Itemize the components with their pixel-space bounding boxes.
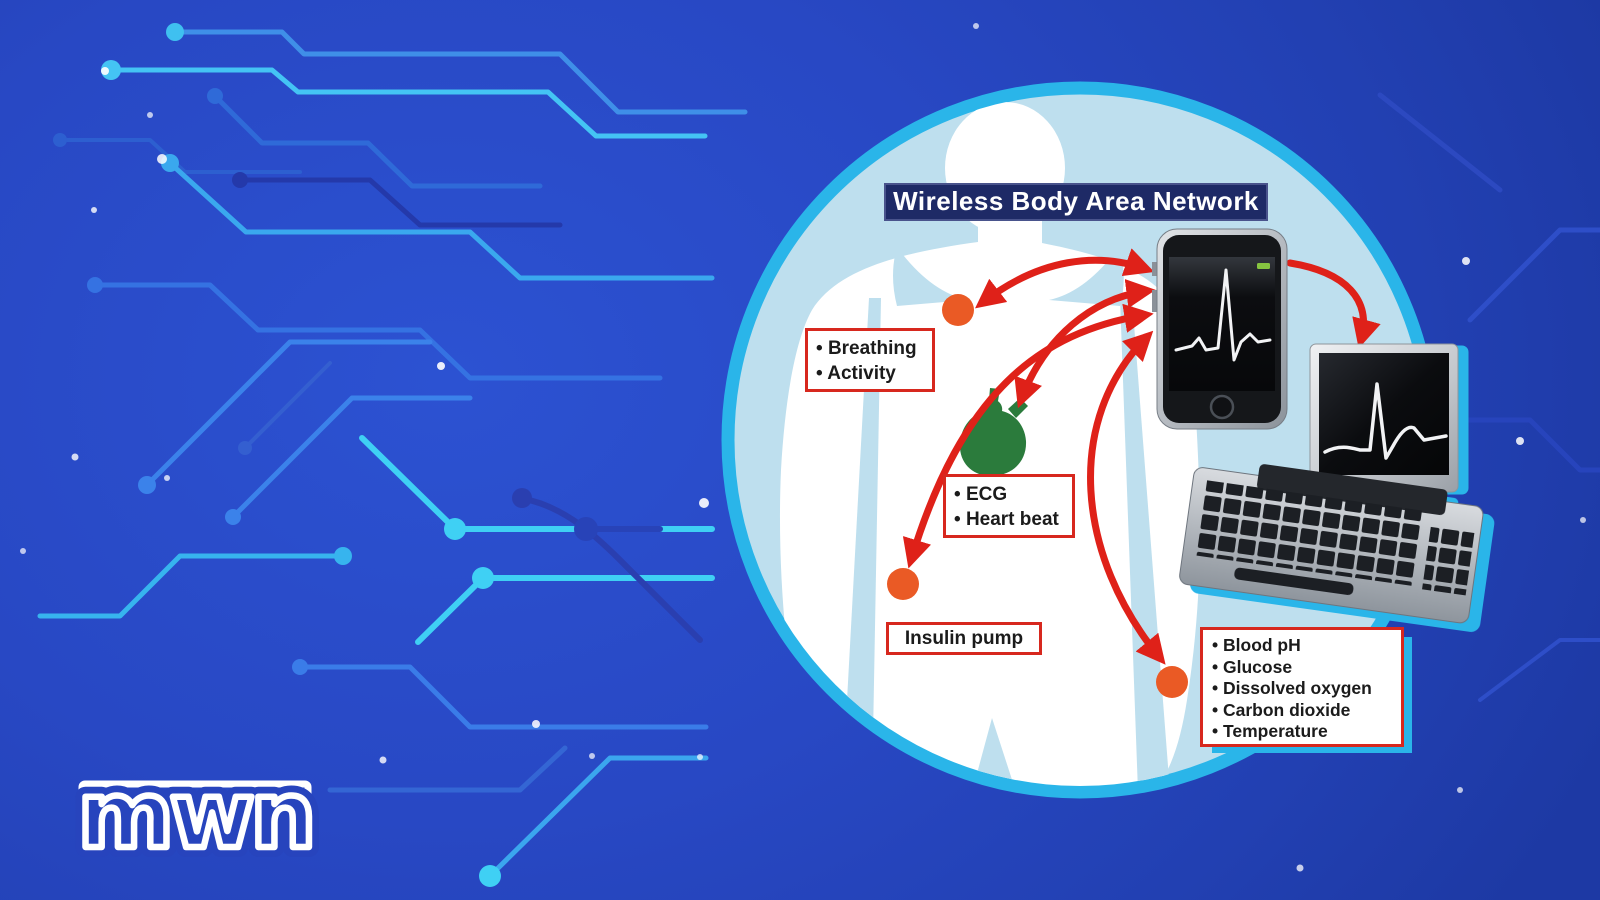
arrow-phone-to-insulin-pump <box>902 303 1154 569</box>
logo-text: mwn <box>78 762 312 869</box>
desktop-monitor <box>1309 343 1459 530</box>
keyboard <box>1179 464 1484 624</box>
sparkle-dots <box>20 23 1586 872</box>
ecg-trace-monitor <box>1323 382 1448 460</box>
smartphone-device <box>1152 228 1288 430</box>
logo-text-halo: mwn <box>78 762 312 869</box>
arrow-chest-sensor-to-phone <box>975 248 1155 309</box>
label-item: Breathing <box>816 336 924 361</box>
label-item: Heart beat <box>954 507 1064 532</box>
breathing-sensor-dot <box>942 294 974 326</box>
label-item: Insulin pump <box>904 628 1024 649</box>
leg-sensor-dot <box>1156 666 1188 698</box>
home-button-icon <box>1209 394 1235 420</box>
title-banner: Wireless Body Area Network <box>884 183 1268 221</box>
insulin-pump-sensor-dot <box>887 568 919 600</box>
label-item: Blood pH <box>1212 635 1392 657</box>
label-item: Dissolved oxygen <box>1212 678 1392 700</box>
ecg-trace-phone <box>1174 268 1272 362</box>
arrow-phone-to-computer <box>1286 259 1381 349</box>
mwn-logo: mwn mwn <box>72 752 322 872</box>
circuit-node-dots <box>53 23 598 887</box>
label-item: Glucose <box>1212 657 1392 679</box>
ecg-heartbeat-label-box: ECG Heart beat <box>943 474 1075 538</box>
label-item: ECG <box>954 482 1064 507</box>
breathing-activity-label-box: Breathing Activity <box>805 328 935 392</box>
arrow-phone-to-leg-sensor <box>1087 330 1166 665</box>
insulin-pump-label-box: Insulin pump <box>886 622 1042 655</box>
label-item: Temperature <box>1212 721 1392 743</box>
label-item: Activity <box>816 361 924 386</box>
label-item: Carbon dioxide <box>1212 700 1392 722</box>
vitals-label-box: Blood pH Glucose Dissolved oxygen Carbon… <box>1200 627 1404 747</box>
battery-icon <box>1257 263 1270 269</box>
